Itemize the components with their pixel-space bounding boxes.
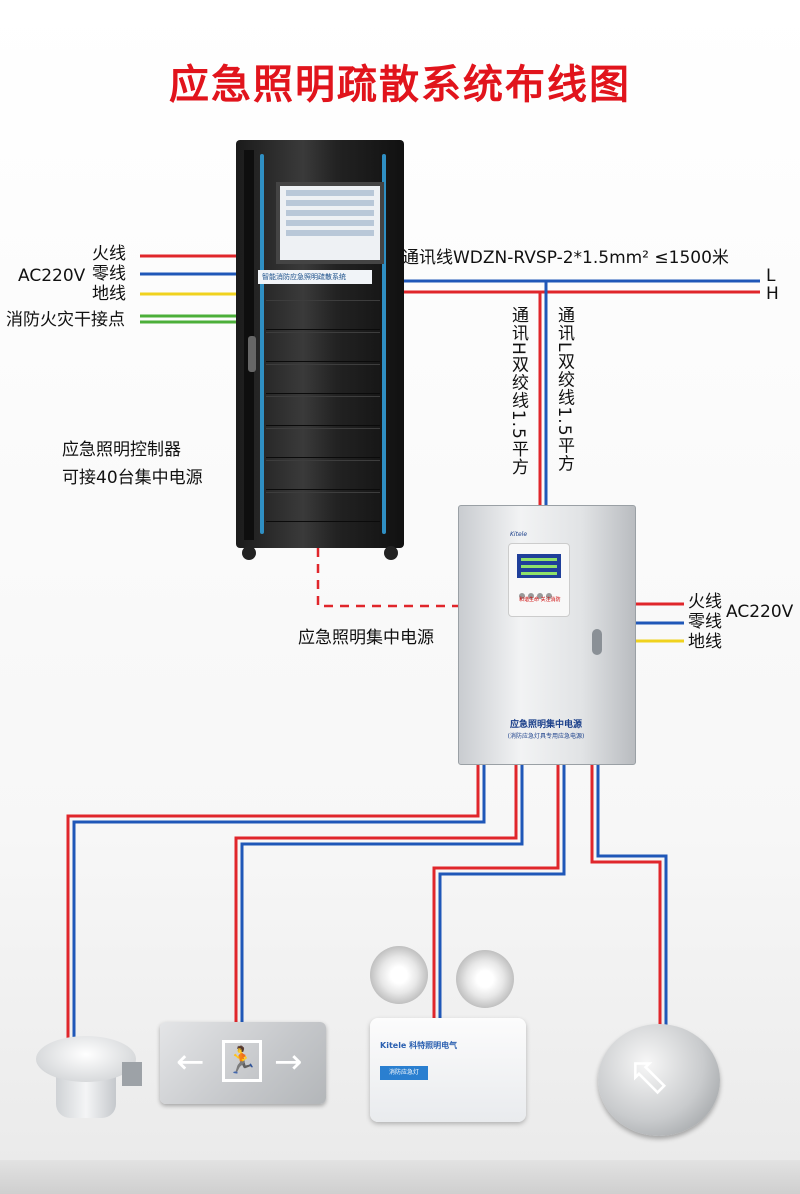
lamp-head-right-icon — [456, 950, 514, 1008]
out4-red — [590, 765, 662, 1030]
lamp-brand: Kitele 科特照明电气 — [380, 1041, 458, 1050]
exit-figure-icon: 🏃 — [222, 1040, 262, 1082]
left-neutral-label: 零线 — [92, 264, 126, 284]
out2-red — [234, 765, 518, 1028]
out1-red — [66, 765, 480, 1040]
out3-red — [432, 765, 560, 1018]
right-neutral-label: 零线 — [688, 612, 722, 632]
controller-label-2: 可接40台集中电源 — [62, 468, 203, 488]
power-panel-sub: (消防应急灯具专用应急电源) — [507, 733, 585, 740]
lamp-head-left-icon — [370, 946, 428, 1004]
right-ground-label: 地线 — [688, 632, 722, 652]
out4-blue — [596, 765, 668, 1030]
controller-to-power-dashed — [316, 548, 460, 608]
page-title: 应急照明疏散系统布线图 — [169, 62, 631, 108]
right-arrow-icon: → — [274, 1042, 303, 1082]
comm-line-label: 通讯线WDZN-RVSP-2*1.5mm² ≤1500米 — [402, 248, 729, 268]
power-panel-name: 应急照明集中电源 — [509, 720, 582, 730]
emergency-controller-cabinet: 智能消防应急照明疏散系统 — [236, 140, 404, 560]
power-source-label: 应急照明集中电源 — [298, 628, 434, 648]
right-ac-label: AC220V — [726, 602, 794, 622]
exit-sign-fixture: ← 🏃 → — [160, 1022, 326, 1106]
cabinet-handle — [248, 336, 256, 372]
door-lock-icon — [592, 629, 602, 655]
out1-blue — [72, 765, 486, 1040]
out3-blue — [438, 765, 566, 1018]
twin-head-emergency-lamp: Kitele 科特照明电气 消防应急灯 — [364, 946, 532, 1126]
l-pair-label: 通讯L双绞线1.5平方 — [554, 306, 574, 473]
floor-surface — [0, 1160, 800, 1194]
left-arrow-icon: ← — [176, 1042, 205, 1082]
controller-screen — [276, 182, 384, 264]
left-ac-label: AC220V — [18, 266, 86, 286]
h-pair-label: 通讯H双绞线1.5平方 — [508, 306, 528, 476]
comm-L-label: L — [766, 266, 776, 286]
left-ground-label: 地线 — [92, 284, 126, 304]
out2-blue — [240, 765, 524, 1028]
power-display-panel: 和谐生命 关注消防 — [508, 543, 570, 617]
power-brand: Kitele — [510, 531, 528, 538]
fire-contact-label: 消防火灾干接点 — [6, 310, 125, 330]
left-fire-label: 火线 — [92, 244, 126, 264]
floor-indicator-lamp: ⇧ — [598, 1024, 720, 1136]
comm-H-label: H — [766, 284, 779, 304]
downlight-fixture — [30, 1022, 150, 1122]
controller-nameplate: 智能消防应急照明疏散系统 — [258, 270, 372, 284]
lamp-tag: 消防应急灯 — [380, 1066, 428, 1080]
right-fire-label: 火线 — [688, 592, 722, 612]
controller-label-1: 应急照明控制器 — [62, 440, 181, 460]
centralized-power-source: Kitele 和谐生命 关注消防 应急照明集中电源 (消防应急灯具专用应急电源) — [458, 505, 636, 767]
